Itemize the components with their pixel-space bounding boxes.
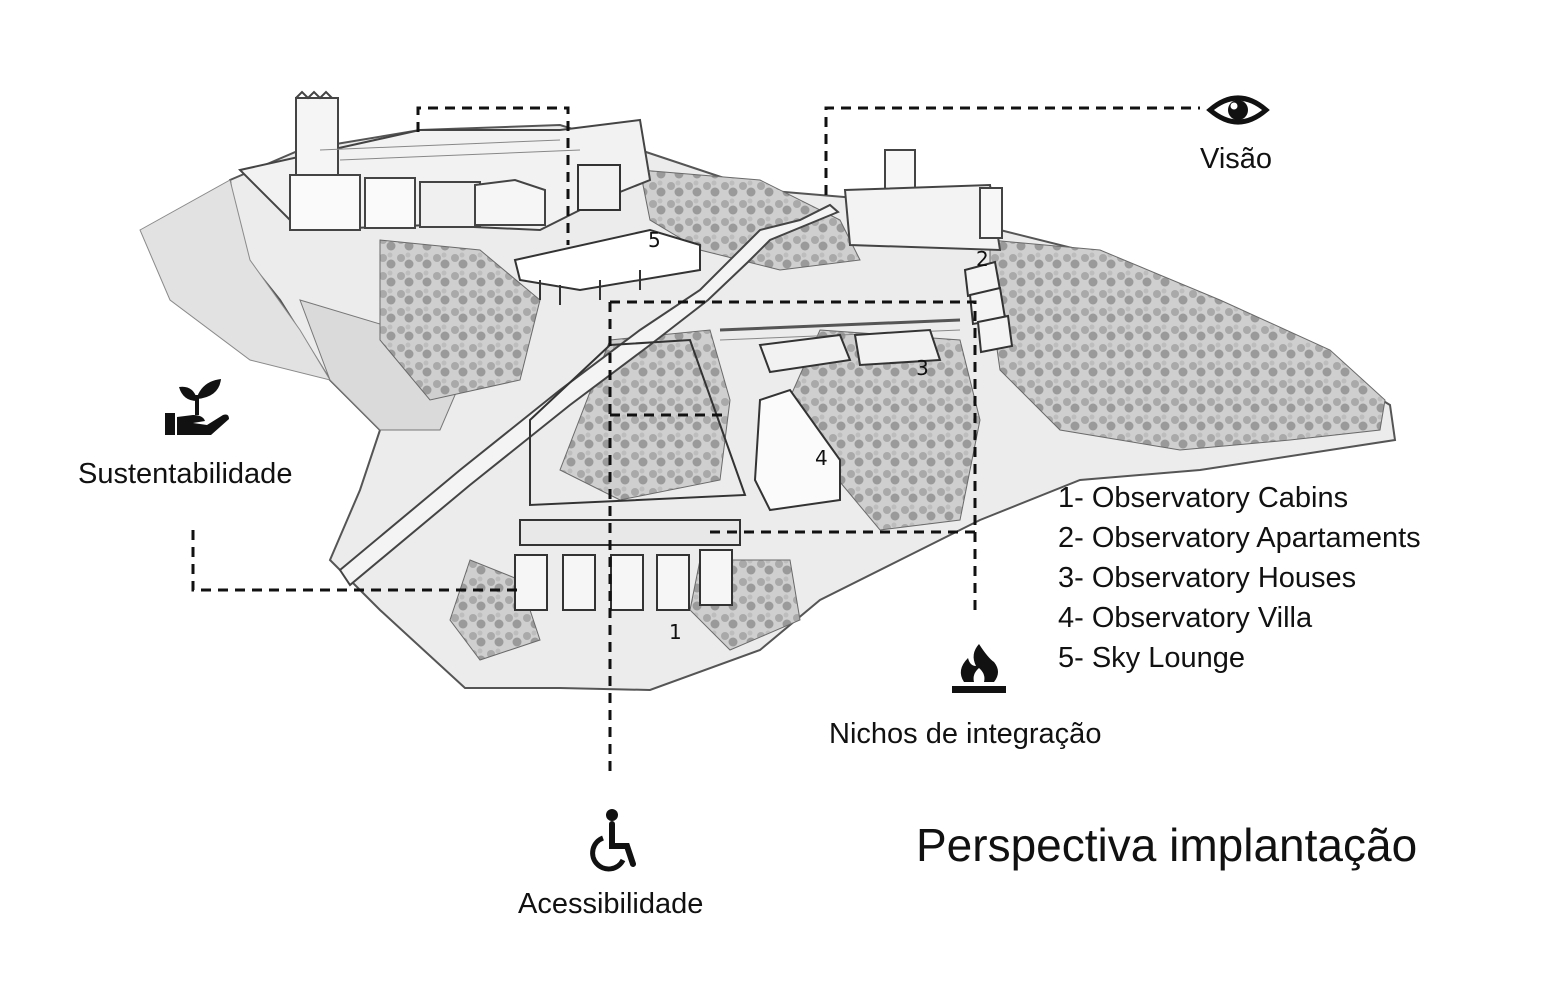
sustentabilidade-label: Sustentabilidade xyxy=(78,458,293,490)
observatory-villa xyxy=(753,388,841,512)
observatory-cabins xyxy=(514,519,741,611)
observatory-apartments xyxy=(963,260,1014,354)
legend-item: 2- Observatory Apartaments xyxy=(1058,522,1421,554)
marker-4: 4 xyxy=(815,446,828,470)
legend-item: 4- Observatory Villa xyxy=(1058,602,1313,634)
courtyard xyxy=(529,338,747,507)
wheelchair-icon xyxy=(590,809,636,872)
campfire-icon xyxy=(952,644,1006,693)
dashed-connectors xyxy=(191,106,1200,775)
legend-item: 5- Sky Lounge xyxy=(1058,642,1246,674)
eye-icon xyxy=(1206,95,1270,125)
nichos-connector xyxy=(610,300,977,612)
sustentabilidade-connector xyxy=(191,530,520,592)
marker-2: 2 xyxy=(976,247,989,271)
visao-connector xyxy=(416,106,1200,245)
marker-1: 1 xyxy=(669,620,682,644)
legend: 1- Observatory Cabins 2- Observatory Apa… xyxy=(1058,478,1421,678)
marker-3: 3 xyxy=(916,356,929,380)
castle-ruins xyxy=(238,90,652,232)
nichos-label: Nichos de integração xyxy=(829,718,1102,750)
legend-item: 3- Observatory Houses xyxy=(1058,562,1357,594)
observatory-houses xyxy=(758,328,942,374)
visao-label: Visão xyxy=(1200,143,1273,175)
sky-lounge-building xyxy=(513,164,701,305)
page-title: Perspectiva implantação xyxy=(916,819,1418,871)
marker-5: 5 xyxy=(648,228,661,252)
fortress-right xyxy=(843,149,1003,252)
acessibilidade-connector xyxy=(608,302,725,775)
legend-item: 1- Observatory Cabins xyxy=(1058,482,1349,514)
acessibilidade-label: Acessibilidade xyxy=(518,888,704,920)
hand-plant-icon xyxy=(165,379,229,435)
